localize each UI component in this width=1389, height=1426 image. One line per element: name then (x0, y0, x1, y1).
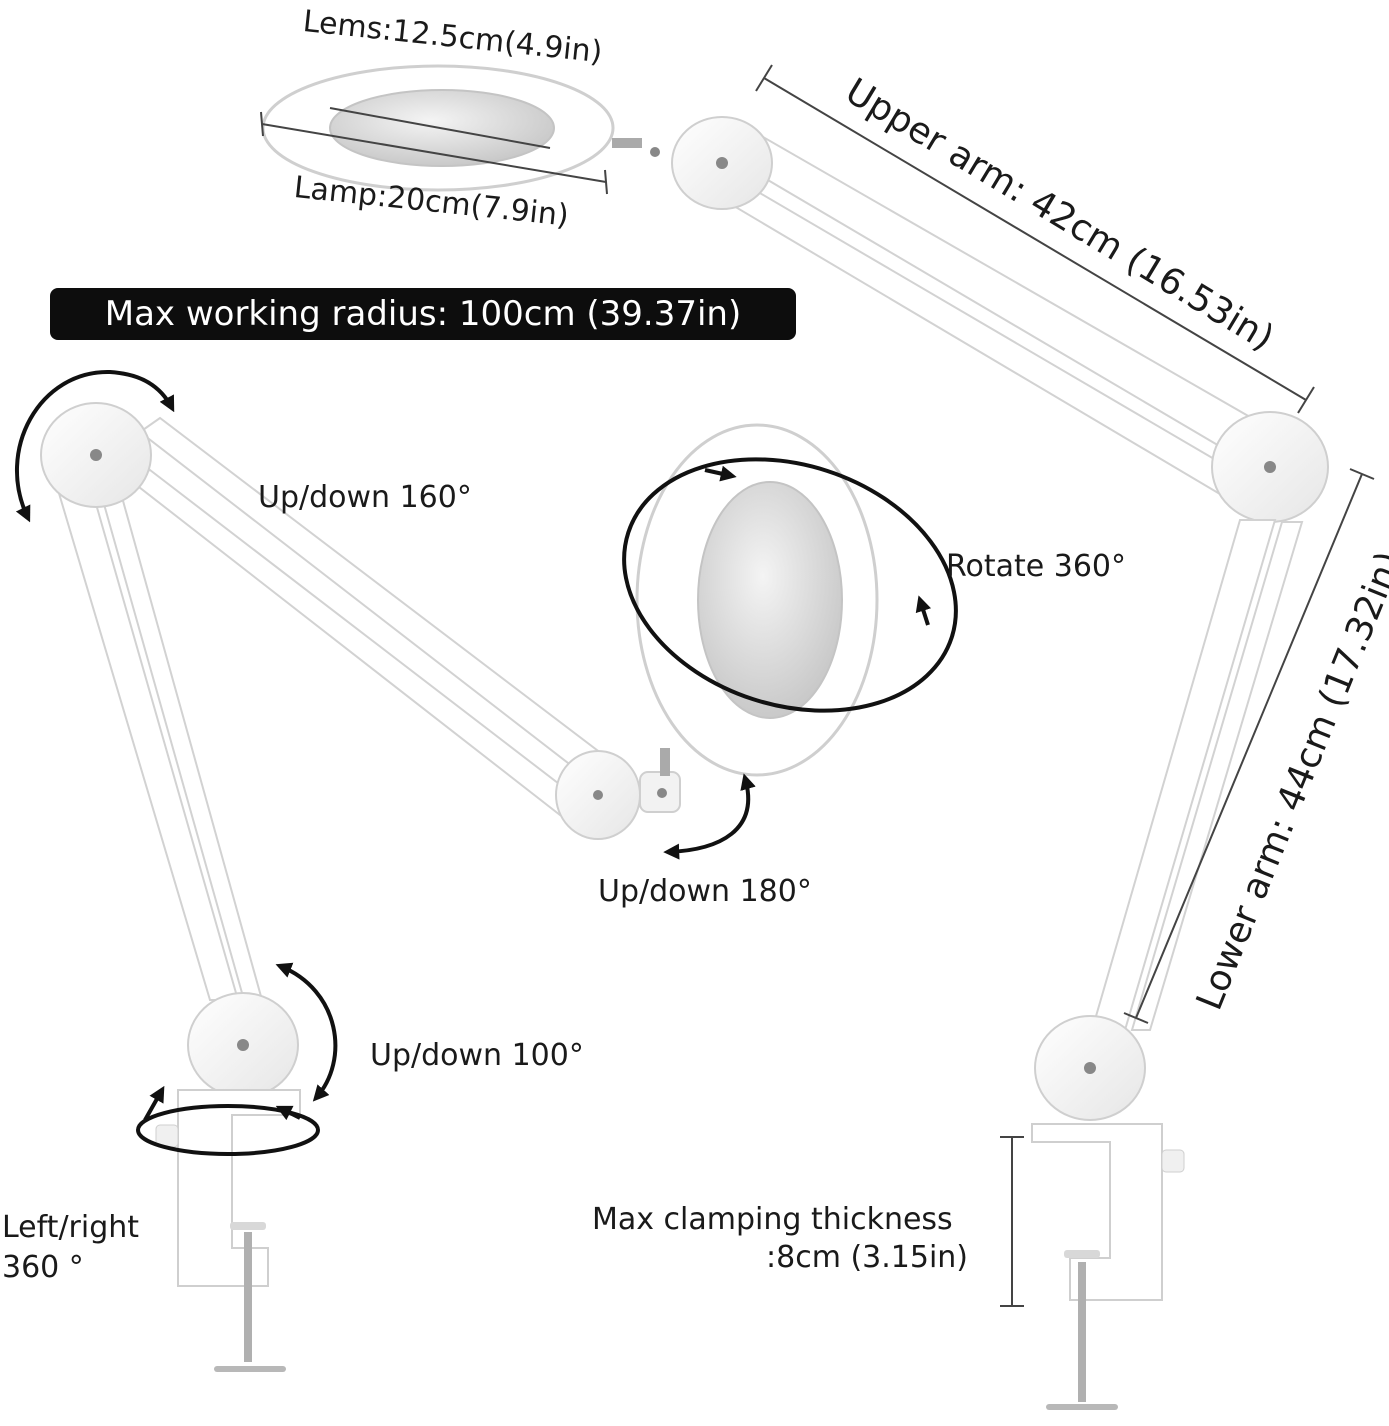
clamp-thickness-line1: Max clamping thickness (592, 1202, 953, 1237)
screw-icon (593, 790, 603, 800)
arc-arrow-icon (275, 1105, 301, 1121)
left-upper-arm-rail (138, 416, 612, 782)
left-lower-arm-rail (56, 489, 240, 1001)
arc-arrow-icon (663, 773, 756, 860)
upper-arm-dimension-tick (755, 64, 773, 92)
rotate-arrow-ellipse (622, 457, 958, 713)
updown-160-label: Up/down 160° (258, 480, 472, 515)
leftright-label-line1: Left/right (2, 1210, 140, 1245)
hinge-pin (660, 748, 670, 776)
arc-arrow-icon (15, 369, 175, 523)
clamp-plate (230, 1222, 266, 1230)
screw-icon (650, 147, 660, 157)
lamp-dimension-tick (604, 169, 608, 195)
motion-arrows (15, 369, 958, 1156)
clamp-knob (1161, 1149, 1185, 1173)
screw-icon (90, 449, 102, 461)
arc-arrow-icon (704, 465, 737, 482)
lamp-dimension-line (261, 123, 607, 183)
screw-icon (1264, 461, 1276, 473)
screw-icon (657, 788, 667, 798)
upper-arm-dimension-tick (1297, 386, 1315, 414)
lamp-dimension-tick (260, 111, 264, 137)
dimension-lines (260, 64, 1375, 1307)
updown-180-label: Up/down 180° (598, 874, 812, 909)
left-clamp (177, 1089, 301, 1287)
upper-arm-dimension-line (763, 77, 1307, 401)
hinge-pin (612, 138, 642, 148)
left-lower-arm-rail (98, 489, 264, 1001)
arc-arrow-icon (915, 595, 932, 626)
clamp-handle (214, 1366, 286, 1372)
arc-arrow-icon (143, 1085, 165, 1121)
swivel-arrow-ellipse (136, 1104, 320, 1156)
left-lamp (40, 402, 879, 1372)
screw-icon (716, 157, 728, 169)
lower-arm-dimension-line (1135, 473, 1363, 1019)
right-lamp (261, 64, 1329, 1410)
lens-dimension-line (329, 107, 551, 149)
clamp-screw (1078, 1262, 1086, 1402)
screw-icon (237, 1039, 249, 1051)
left-magnifier-lens (697, 481, 843, 719)
leftright-label-line2: 360 ° (2, 1250, 84, 1285)
clamp-screw (244, 1232, 252, 1362)
clamp-plate (1064, 1250, 1100, 1258)
lower-arm-dimension-tick (1349, 468, 1375, 480)
clamp-handle (1046, 1404, 1118, 1410)
right-clamp (1031, 1123, 1163, 1301)
right-lower-arm-rail (1130, 521, 1304, 1031)
screw-icon (1084, 1062, 1096, 1074)
lower-arm-dimension-tick (1123, 1012, 1149, 1024)
arc-arrow-icon (275, 962, 338, 1102)
rotate-360-label: Rotate 360° (946, 549, 1127, 584)
updown-100-label: Up/down 100° (370, 1038, 584, 1073)
clamp-thickness-line2: :8cm (3.15in) (766, 1240, 969, 1275)
max-radius-banner: Max working radius: 100cm (39.37in) (50, 288, 796, 340)
left-upper-arm-rail (128, 468, 582, 817)
